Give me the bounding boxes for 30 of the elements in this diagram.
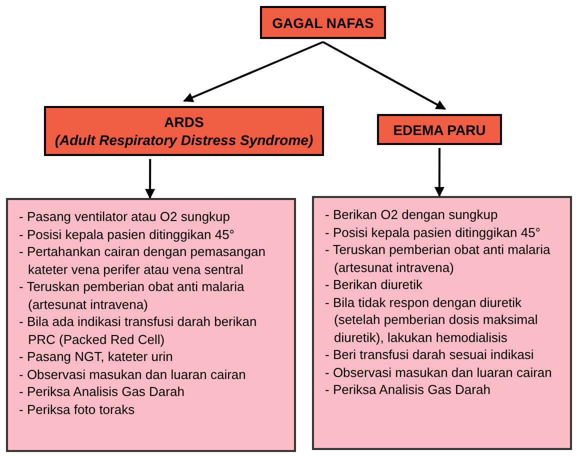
bullet-item: - Pasang NGT, kateter urin <box>18 348 174 366</box>
process-box <box>44 106 324 156</box>
bullet-item: - Bila ada indikasi transfusi darah berikan PRC (Packed Red Cell) <box>18 313 258 348</box>
bullet-item: - Periksa Analisis Gas Darah <box>18 383 186 400</box>
bullet-item: - Periksa Analisis Gas Darah <box>324 381 492 398</box>
arrow <box>434 148 444 197</box>
box-subtitle: (Adult Respiratory Distress Syndrome) <box>54 131 314 149</box>
bullet-item: - Berikan diuretik <box>324 276 424 294</box>
list-box <box>312 196 572 450</box>
bullet-item: - Teruskan pemberian obat anti malaria (artesunat intravena) <box>18 278 246 313</box>
bullet-item: - Bila tidak respon dengan diuretik (setelah pemberian dosis maksimal diuretik), lakukan hemodialisis <box>324 294 539 346</box>
bullet-item: - Beri transfusi darah sesuai indikasi <box>324 346 535 364</box>
list-box <box>6 198 296 452</box>
bullet-item: - Pasang ventilator atau O2 sungkup <box>18 208 232 226</box>
arrow <box>145 159 156 199</box>
bullet-item: - Teruskan pemberian obat anti malaria (artesunat intravena) <box>324 241 552 276</box>
box-title: EDEMA PARU <box>393 120 486 138</box>
arrow <box>322 41 446 110</box>
bullet-item: - Periksa foto toraks <box>18 400 136 418</box>
bullet-item: - Posisi kepala pasien ditinggikan 45° <box>324 224 542 241</box>
bullet-item: - Pertahankan cairan dengan pemasangan kateter vena perifer atau vena sentral <box>18 243 266 278</box>
arrow <box>183 41 324 102</box>
process-box <box>260 6 386 39</box>
box-title: GAGAL NAFAS <box>272 14 374 32</box>
bullet-item: - Observasi masukan dan luaran cairan <box>18 366 247 383</box>
bullet-item: - Berikan O2 dengan sungkup <box>324 206 499 224</box>
box-title: ARDS <box>164 113 204 131</box>
process-box <box>377 114 502 145</box>
bullet-item: - Observasi masukan dan luaran cairan <box>324 364 553 381</box>
bullet-item: - Posisi kepala pasien ditinggikan 45° <box>18 226 236 243</box>
